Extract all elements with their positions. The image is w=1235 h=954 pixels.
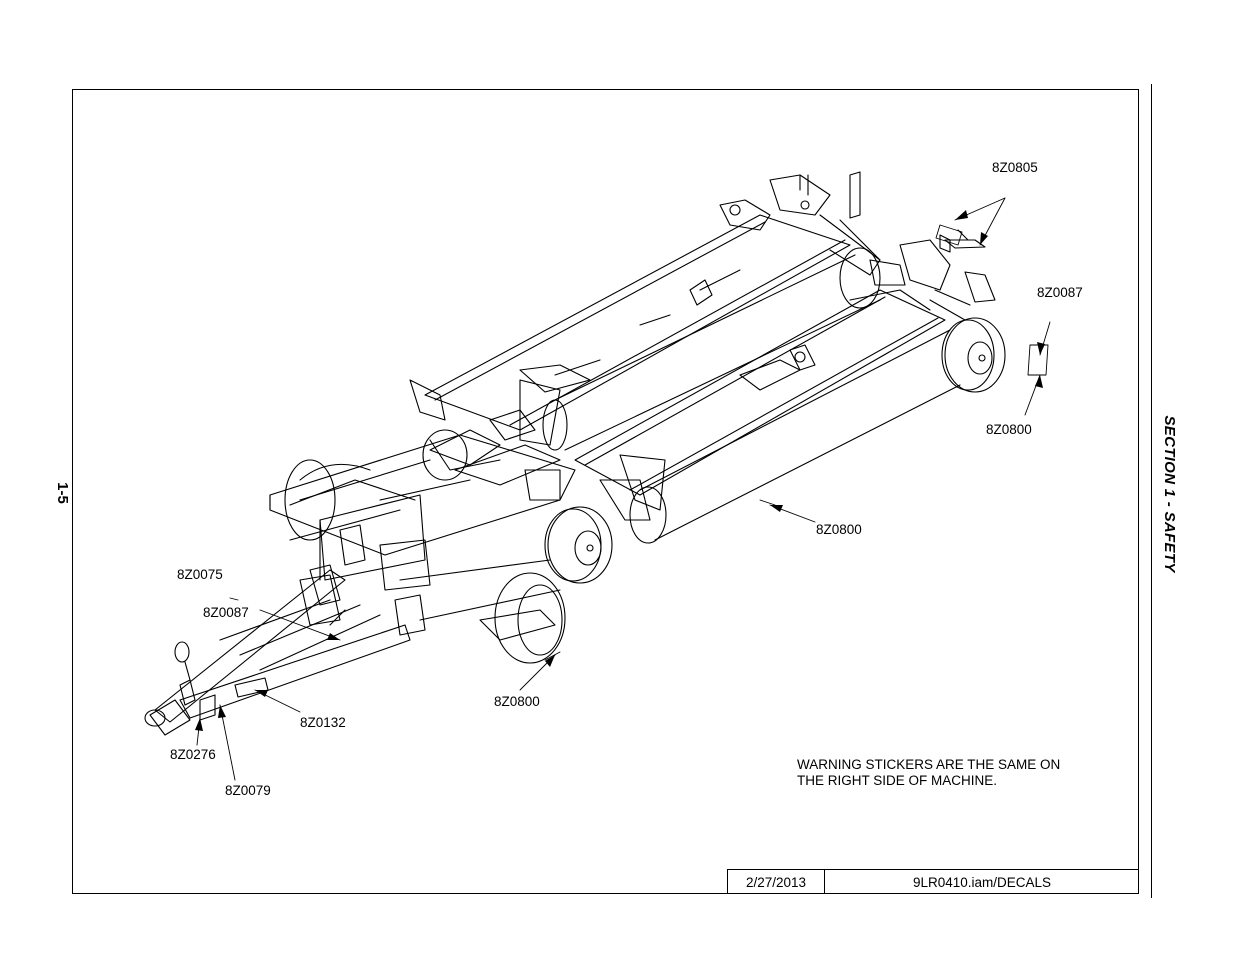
warning-note: WARNING STICKERS ARE THE SAME ON THE RIG… [797,757,1097,789]
middle-wheel [544,506,613,584]
callout-8z0800-middle: 8Z0800 [816,522,862,537]
callout-8z0800-front: 8Z0800 [494,694,540,709]
callout-8z0800-right: 8Z0800 [986,422,1032,437]
front-drum [399,559,566,664]
callout-8z0079: 8Z0079 [225,783,271,798]
title-block: 2/27/2013 9LR0410.iam/DECALS [727,869,1139,894]
rear-drum [542,247,881,451]
center-frame [269,379,576,556]
decal-marks [544,224,1049,661]
callout-8z0805: 8Z0805 [992,160,1038,175]
callout-8z0075: 8Z0075 [177,567,223,582]
right-rear-wheel [869,229,1006,393]
side-rule [1151,84,1152,898]
title-block-date: 2/27/2013 [728,870,825,894]
callout-8z0087-right: 8Z0087 [1037,285,1083,300]
drawing-frame [72,89,1139,894]
front-left-drum [284,459,416,541]
middle-drum [599,329,961,544]
callout-8z0087-left: 8Z0087 [203,605,249,620]
middle-frame-beam [574,289,946,496]
upper-frame-beam [409,214,851,431]
hitch-tongue [144,569,411,736]
front-left-frame [309,494,431,636]
callout-leaders [196,197,1051,781]
warning-note-line-1: WARNING STICKERS ARE THE SAME ON [797,757,1061,772]
callout-8z0276: 8Z0276 [170,747,216,762]
upper-right-assembly [689,171,881,306]
title-block-filename: 9LR0410.iam/DECALS [912,875,1052,890]
warning-note-line-2: THE RIGHT SIDE OF MACHINE. [797,773,998,788]
callout-8z0132: 8Z0132 [300,715,346,730]
